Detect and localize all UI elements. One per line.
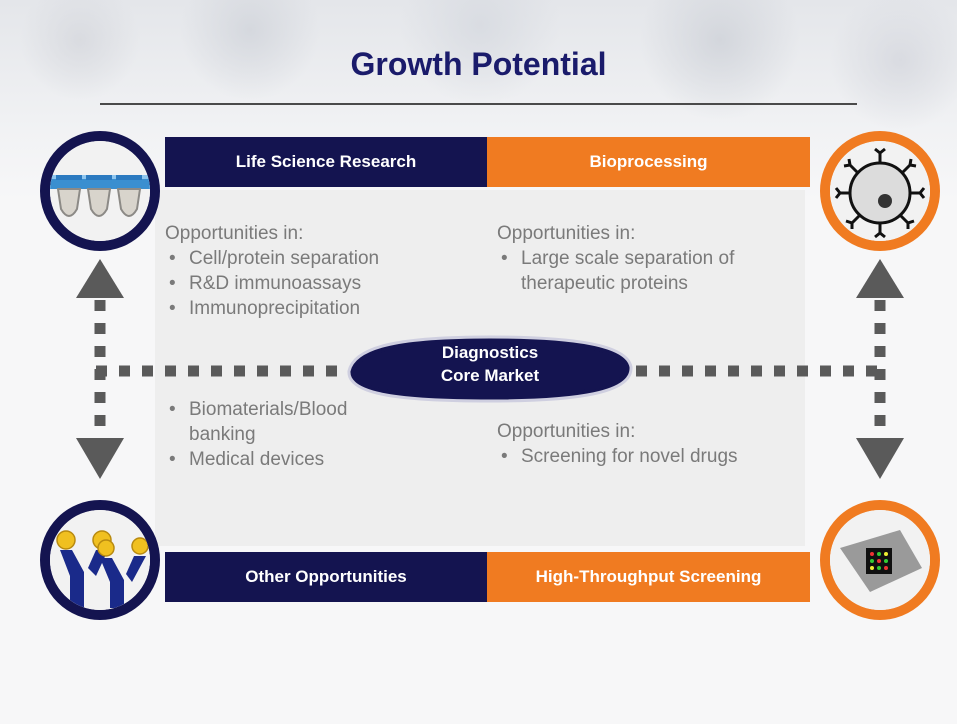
list-item: R&D immunoassays bbox=[165, 271, 465, 296]
opportunities-heading: Opportunities in: bbox=[497, 421, 636, 442]
antibody-figures-icon bbox=[50, 510, 150, 610]
band-label: Bioprocessing bbox=[589, 152, 708, 171]
arrow-up-left-icon bbox=[76, 259, 124, 298]
opportunities-heading: Opportunities in: bbox=[165, 223, 304, 244]
band-bioprocessing: Bioprocessing bbox=[487, 137, 810, 187]
core-badge-shape bbox=[347, 335, 633, 403]
band-other-opportunities: Other Opportunities bbox=[165, 552, 487, 602]
band-high-throughput-screening: High-Throughput Screening bbox=[487, 552, 810, 602]
opportunities-other: Biomaterials/Blood banking Medical devic… bbox=[165, 397, 405, 472]
band-label: High-Throughput Screening bbox=[535, 567, 762, 586]
circle-life-science bbox=[40, 131, 160, 251]
core-market-badge: Diagnostics Core Market bbox=[345, 333, 635, 405]
list-item: Biomaterials/Blood banking bbox=[165, 397, 405, 447]
arrow-up-right-icon bbox=[856, 259, 904, 298]
core-line-2: Core Market bbox=[440, 366, 540, 385]
bead-with-antibodies-icon bbox=[830, 141, 930, 241]
list-item: Medical devices bbox=[165, 447, 405, 472]
circle-other-opportunities bbox=[40, 500, 160, 620]
band-label: Other Opportunities bbox=[245, 567, 407, 586]
opportunities-life-science: Opportunities in: Cell/protein separatio… bbox=[165, 221, 465, 321]
title-divider bbox=[100, 103, 857, 105]
band-label: Life Science Research bbox=[235, 152, 417, 171]
band-life-science-research: Life Science Research bbox=[165, 137, 487, 187]
page-title: Growth Potential bbox=[350, 46, 607, 82]
circle-high-throughput bbox=[820, 500, 940, 620]
opportunities-screening: Opportunities in: Screening for novel dr… bbox=[497, 419, 807, 469]
test-tube-strip-icon bbox=[50, 141, 150, 241]
list-item: Screening for novel drugs bbox=[497, 444, 807, 469]
list-item: Cell/protein separation bbox=[165, 246, 465, 271]
opportunities-heading: Opportunities in: bbox=[497, 223, 636, 244]
list-item: Large scale separation of therapeutic pr… bbox=[497, 246, 797, 296]
arrow-down-left-icon bbox=[76, 438, 124, 479]
core-line-1: Diagnostics bbox=[441, 343, 539, 362]
microarray-chip-icon bbox=[830, 510, 930, 610]
list-item: Immunoprecipitation bbox=[165, 296, 465, 321]
arrow-down-right-icon bbox=[856, 438, 904, 479]
circle-bioprocessing bbox=[820, 131, 940, 251]
opportunities-bioprocessing: Opportunities in: Large scale separation… bbox=[497, 221, 797, 296]
